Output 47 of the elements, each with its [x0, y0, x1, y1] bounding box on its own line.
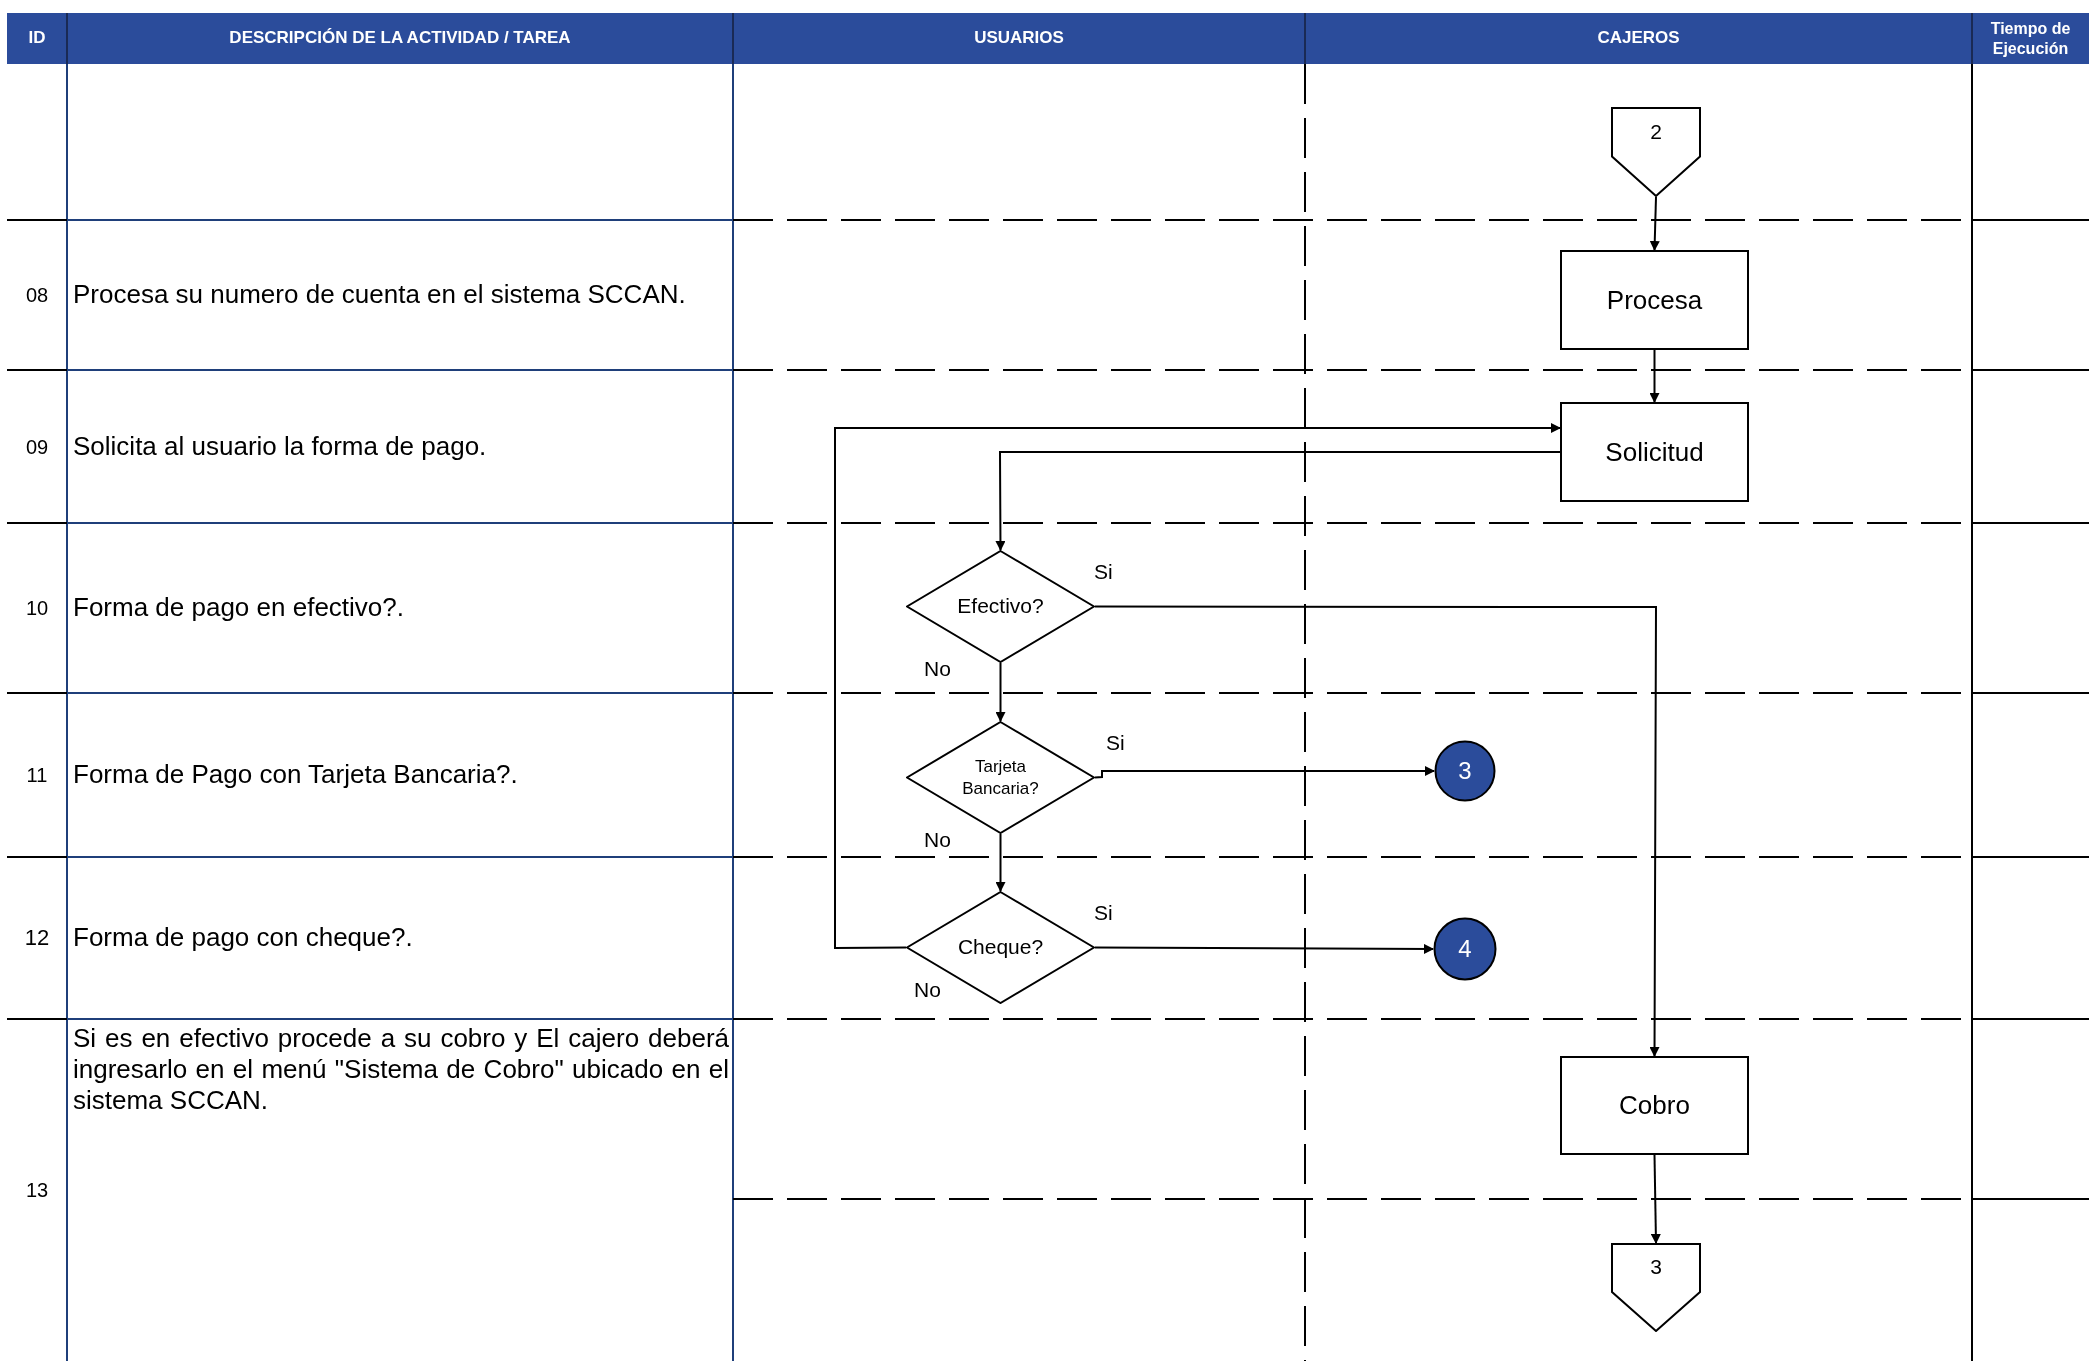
decision-diamond: [906, 550, 1095, 663]
arrow: [834, 423, 1561, 949]
row-id: 10: [25, 596, 49, 620]
arrow: [995, 662, 1006, 722]
column-header: ID: [28, 28, 46, 49]
connector-circle: [1434, 740, 1496, 802]
task-description: Forma de pago con cheque?.: [73, 922, 413, 954]
task-description: Procesa su numero de cuenta en el sistema SCCAN.: [73, 279, 686, 311]
node-label: Tarjeta Bancaria?: [961, 756, 1040, 799]
decision-diamond: [906, 891, 1095, 1004]
row-id: 08: [25, 283, 49, 307]
process-box: [1560, 1056, 1749, 1155]
arrow: [995, 833, 1006, 892]
task-description: Si es en efectivo procede a su cobro y El cajero deberá ingresarlo en el menú "Sistema de Cobro" ubicado en el sistema SCCAN.: [73, 1023, 729, 1117]
process-box: [1560, 250, 1749, 350]
node-label: Cobro: [1619, 1089, 1690, 1122]
arrow: [1649, 196, 1660, 251]
decision-diamond: [906, 721, 1095, 834]
off-page-connector: [1611, 1243, 1701, 1332]
row-id: 12: [24, 924, 50, 952]
node-label: 3: [1458, 756, 1472, 786]
node-label: Procesa: [1606, 283, 1703, 317]
row-id: 13: [25, 1178, 49, 1202]
column-header: DESCRIPCIÓN DE LA ACTIVIDAD / TAREA: [229, 28, 571, 49]
node-label: 2: [1650, 118, 1662, 145]
arrow: [1094, 943, 1434, 954]
connector-circle: [1433, 917, 1497, 981]
task-description: Solicita al usuario la forma de pago.: [73, 430, 487, 463]
row-id: 11: [26, 763, 48, 787]
arrow: [1094, 605, 1660, 1057]
arrow: [995, 451, 1561, 551]
column-header: Tiempo de Ejecución: [1989, 19, 2072, 58]
node-label: Cheque?: [957, 934, 1044, 961]
node-label: Efectivo?: [957, 593, 1044, 620]
task-description: Forma de Pago con Tarjeta Bancaria?.: [73, 759, 518, 791]
arrow: [1649, 349, 1660, 403]
node-label: 3: [1650, 1254, 1662, 1281]
process-box: [1560, 402, 1749, 502]
node-label: 4: [1458, 934, 1472, 964]
column-header: USUARIOS: [974, 28, 1064, 49]
arrow: [1094, 766, 1435, 779]
node-label: Solicitud: [1605, 435, 1704, 469]
column-header: CAJEROS: [1597, 28, 1680, 49]
task-description: Forma de pago en efectivo?.: [73, 592, 404, 624]
off-page-connector: [1611, 107, 1701, 197]
row-id: 09: [25, 434, 49, 459]
arrow: [1650, 1154, 1661, 1244]
